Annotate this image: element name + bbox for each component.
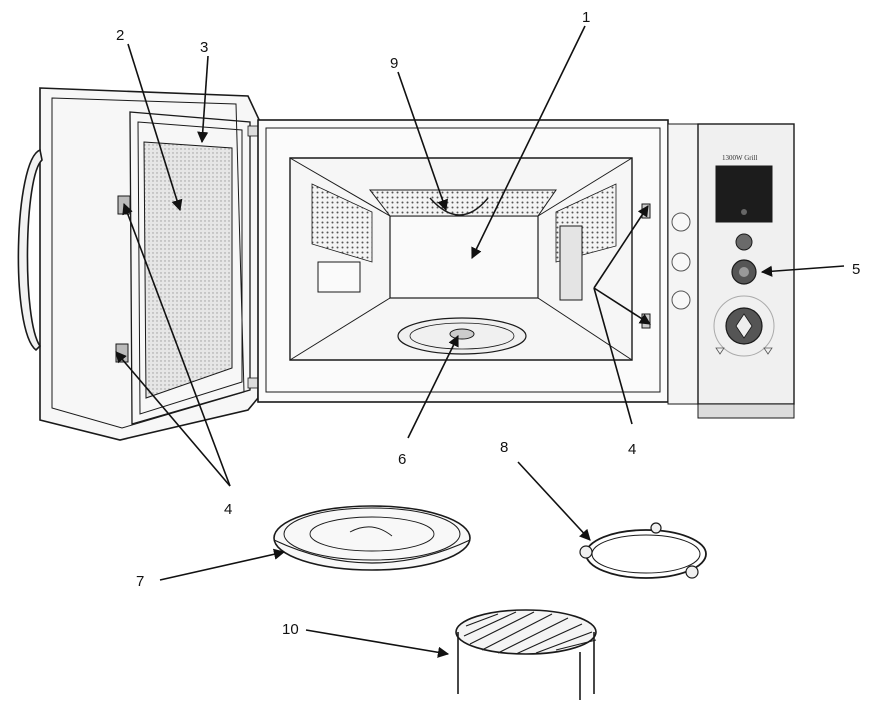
callout-4-cavity: 4 bbox=[628, 441, 636, 458]
dial-left-icon bbox=[715, 347, 725, 355]
callout-labels: 1 2 3 4 4 5 6 7 8 9 10 bbox=[116, 9, 860, 638]
leader-4a-top bbox=[122, 202, 231, 487]
cavity-back-wall bbox=[389, 215, 539, 299]
door-window bbox=[143, 141, 233, 399]
leader-4b-stem bbox=[593, 287, 633, 425]
callout-8: 8 bbox=[500, 439, 508, 456]
leader-6 bbox=[407, 334, 459, 439]
leader-2 bbox=[127, 43, 183, 212]
callout-9: 9 bbox=[390, 55, 398, 72]
model-label: 1300W Grill bbox=[722, 154, 758, 162]
interlock-slot-top bbox=[641, 203, 651, 219]
leader-8 bbox=[517, 461, 591, 541]
leader-5 bbox=[760, 265, 845, 277]
callout-10: 10 bbox=[282, 621, 299, 638]
dial-ring bbox=[713, 295, 775, 357]
callout-6: 6 bbox=[398, 451, 406, 468]
leader-9 bbox=[397, 71, 448, 212]
leader-7 bbox=[159, 548, 286, 581]
callout-4-door: 4 bbox=[224, 501, 232, 518]
grill-rack bbox=[455, 609, 597, 700]
leader-3 bbox=[197, 55, 209, 144]
waveguide-cover bbox=[559, 225, 583, 301]
door-handle bbox=[17, 148, 43, 352]
leader-10 bbox=[305, 629, 450, 658]
callout-5: 5 bbox=[852, 261, 860, 278]
leader-4b-top bbox=[593, 205, 649, 289]
leader-lines bbox=[115, 25, 845, 658]
callout-7: 7 bbox=[136, 573, 144, 590]
grill-element bbox=[368, 189, 557, 217]
function-button-3[interactable] bbox=[671, 290, 691, 310]
callout-2: 2 bbox=[116, 27, 124, 44]
stop-button[interactable] bbox=[735, 233, 753, 251]
dial-right-icon bbox=[763, 347, 773, 355]
callout-3: 3 bbox=[200, 39, 208, 56]
leader-4a-bottom bbox=[115, 351, 231, 487]
oven-body bbox=[257, 119, 669, 403]
function-button-1[interactable] bbox=[671, 212, 691, 232]
callout-1: 1 bbox=[582, 9, 590, 26]
leader-1 bbox=[471, 25, 586, 260]
door-seal bbox=[129, 111, 251, 425]
door bbox=[17, 87, 263, 441]
glass-turntable bbox=[273, 505, 471, 571]
turntable-shaft bbox=[449, 328, 475, 340]
function-button-2[interactable] bbox=[671, 252, 691, 272]
control-panel: 1300W Grill bbox=[667, 123, 795, 419]
left-vent bbox=[311, 183, 373, 263]
leader-4b-bottom bbox=[593, 287, 651, 325]
roller-ring bbox=[579, 522, 707, 579]
